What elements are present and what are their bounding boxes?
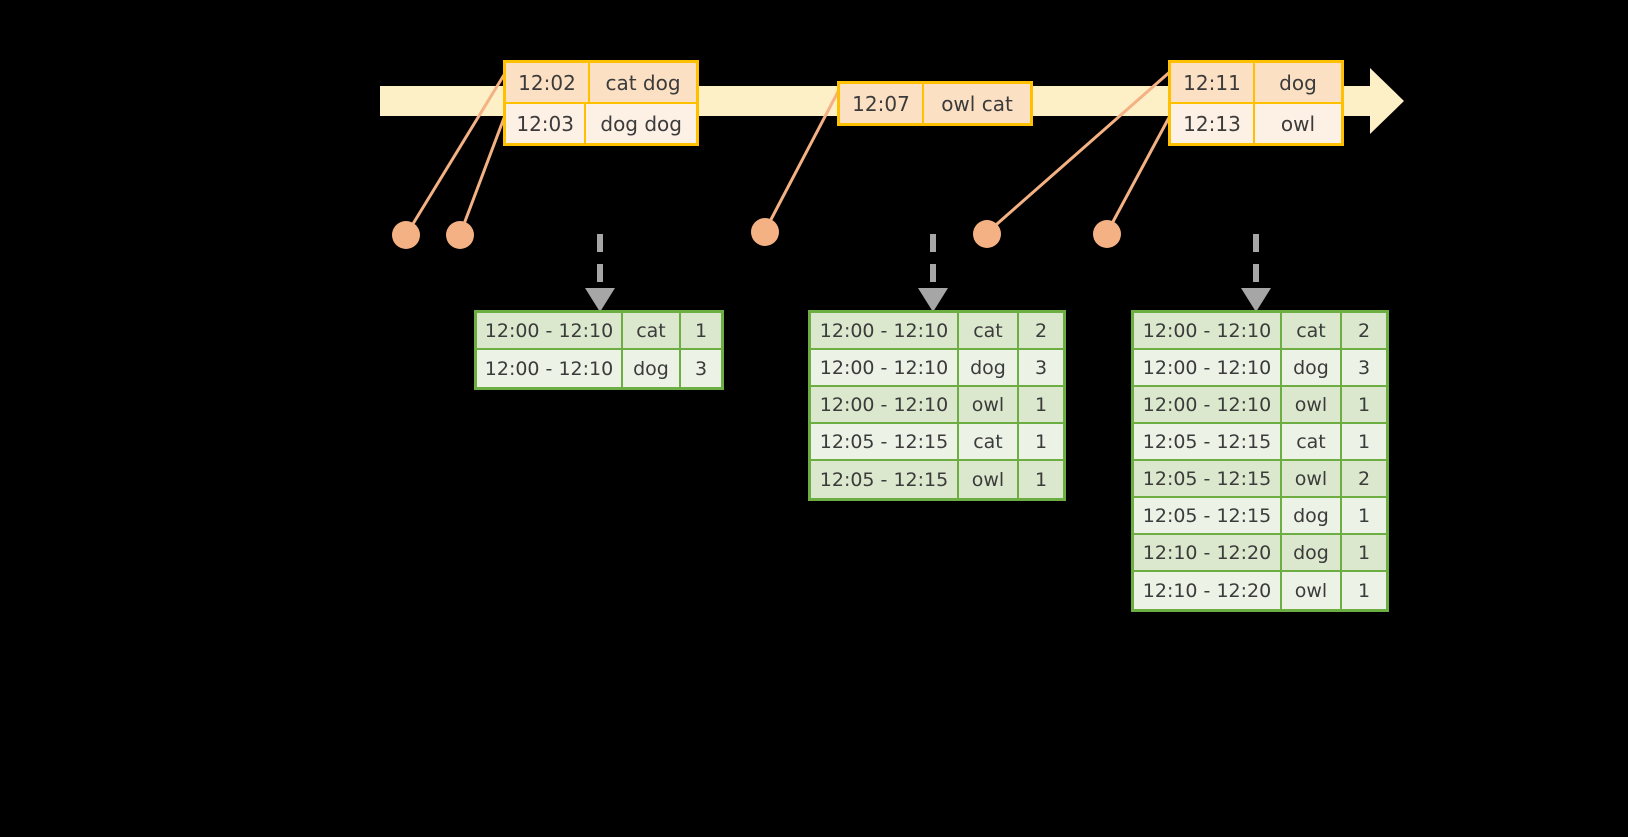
dot-3	[751, 218, 779, 246]
emit-arrow-head-3	[1241, 288, 1271, 312]
window-cell: 12:00 - 12:10	[811, 350, 959, 387]
table-row: 12:05 - 12:15 cat 1	[1134, 424, 1386, 461]
window-cell: 12:00 - 12:10	[477, 313, 623, 350]
count-cell: 2	[1342, 313, 1386, 350]
event-payload: cat dog	[590, 63, 696, 102]
table-row: 12:10 - 12:20 dog 1	[1134, 535, 1386, 572]
window-cell: 12:00 - 12:10	[1134, 313, 1282, 350]
event-payload: dog	[1255, 63, 1341, 102]
aggregate-table-1: 12:00 - 12:10 cat 1 12:00 - 12:10 dog 3	[474, 310, 724, 390]
key-cell: owl	[1282, 387, 1342, 424]
window-cell: 12:05 - 12:15	[1134, 424, 1282, 461]
window-cell: 12:05 - 12:15	[811, 461, 959, 498]
dot-5	[1093, 220, 1121, 248]
count-cell: 1	[1342, 535, 1386, 572]
table-row: 12:00 - 12:10 dog 3	[1134, 350, 1386, 387]
event-row: 12:02 cat dog	[506, 63, 696, 102]
count-cell: 1	[1342, 424, 1386, 461]
event-row: 12:03 dog dog	[506, 102, 696, 143]
window-cell: 12:05 - 12:15	[1134, 461, 1282, 498]
count-cell: 1	[1342, 572, 1386, 609]
count-cell: 2	[1019, 313, 1063, 350]
key-cell: dog	[1282, 350, 1342, 387]
window-cell: 12:10 - 12:20	[1134, 572, 1282, 609]
count-cell: 3	[681, 350, 721, 387]
dot-4	[973, 220, 1001, 248]
table-row: 12:05 - 12:15 dog 1	[1134, 498, 1386, 535]
table-row: 12:00 - 12:10 cat 2	[811, 313, 1063, 350]
table-row: 12:00 - 12:10 cat 2	[1134, 313, 1386, 350]
event-time: 12:03	[506, 104, 587, 143]
key-cell: cat	[1282, 313, 1342, 350]
count-cell: 1	[1342, 498, 1386, 535]
window-cell: 12:05 - 12:15	[811, 424, 959, 461]
window-cell: 12:00 - 12:10	[1134, 350, 1282, 387]
count-cell: 1	[1342, 387, 1386, 424]
dot-2	[446, 221, 474, 249]
event-payload: owl	[1255, 104, 1341, 143]
emit-arrow-heads	[585, 288, 1271, 312]
count-cell: 3	[1342, 350, 1386, 387]
window-cell: 12:00 - 12:10	[477, 350, 623, 387]
table-row: 12:00 - 12:10 cat 1	[477, 313, 721, 350]
emit-arrows	[597, 234, 1259, 292]
emit-arrow-head-1	[585, 288, 615, 312]
count-cell: 1	[1019, 387, 1063, 424]
key-cell: cat	[623, 313, 681, 350]
window-cell: 12:00 - 12:10	[811, 313, 959, 350]
window-cell: 12:00 - 12:10	[811, 387, 959, 424]
key-cell: owl	[959, 387, 1019, 424]
event-payload: dog dog	[586, 104, 696, 143]
event-group-1: 12:02 cat dog 12:03 dog dog	[503, 60, 699, 146]
table-row: 12:05 - 12:15 owl 1	[811, 461, 1063, 498]
table-row: 12:05 - 12:15 cat 1	[811, 424, 1063, 461]
key-cell: dog	[1282, 498, 1342, 535]
count-cell: 1	[1019, 424, 1063, 461]
key-cell: owl	[959, 461, 1019, 498]
connector-line-3	[764, 84, 843, 231]
key-cell: cat	[1282, 424, 1342, 461]
count-cell: 2	[1342, 461, 1386, 498]
key-cell: cat	[959, 313, 1019, 350]
key-cell: owl	[1282, 461, 1342, 498]
aggregate-table-3: 12:00 - 12:10 cat 2 12:00 - 12:10 dog 3 …	[1131, 310, 1389, 612]
event-row: 12:11 dog	[1171, 63, 1341, 102]
window-cell: 12:05 - 12:15	[1134, 498, 1282, 535]
window-cell: 12:10 - 12:20	[1134, 535, 1282, 572]
key-cell: dog	[959, 350, 1019, 387]
event-group-3: 12:11 dog 12:13 owl	[1168, 60, 1344, 146]
count-cell: 1	[1019, 461, 1063, 498]
window-cell: 12:00 - 12:10	[1134, 387, 1282, 424]
table-row: 12:00 - 12:10 dog 3	[811, 350, 1063, 387]
connector-line-1	[406, 68, 509, 234]
table-row: 12:10 - 12:20 owl 1	[1134, 572, 1386, 609]
table-row: 12:00 - 12:10 dog 3	[477, 350, 721, 387]
dot-1	[392, 221, 420, 249]
event-time: 12:02	[506, 63, 590, 102]
count-cell: 3	[1019, 350, 1063, 387]
table-row: 12:00 - 12:10 owl 1	[1134, 387, 1386, 424]
key-cell: dog	[623, 350, 681, 387]
key-cell: cat	[959, 424, 1019, 461]
key-cell: dog	[1282, 535, 1342, 572]
aggregate-table-2: 12:00 - 12:10 cat 2 12:00 - 12:10 dog 3 …	[808, 310, 1066, 501]
emit-arrow-head-2	[918, 288, 948, 312]
connector-line-2	[459, 108, 509, 234]
count-cell: 1	[681, 313, 721, 350]
table-row: 12:00 - 12:10 owl 1	[811, 387, 1063, 424]
table-row: 12:05 - 12:15 owl 2	[1134, 461, 1386, 498]
event-payload: owl cat	[924, 84, 1030, 123]
event-time: 12:07	[840, 84, 924, 123]
event-group-2: 12:07 owl cat	[837, 81, 1033, 126]
event-time: 12:13	[1171, 104, 1255, 143]
event-dots	[392, 218, 1121, 249]
event-row: 12:13 owl	[1171, 102, 1341, 143]
connector-line-5	[1106, 110, 1174, 233]
event-row: 12:07 owl cat	[840, 84, 1030, 123]
event-time: 12:11	[1171, 63, 1255, 102]
key-cell: owl	[1282, 572, 1342, 609]
